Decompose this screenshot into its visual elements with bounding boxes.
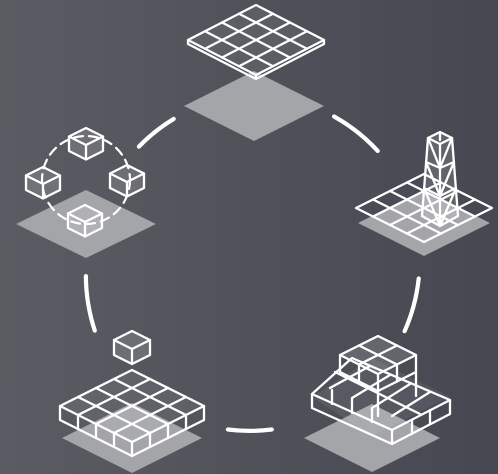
cycle-arc — [83, 274, 97, 333]
spike-outline — [420, 130, 460, 228]
spike-grid-icon — [354, 130, 494, 256]
cycle-ring — [83, 114, 421, 433]
base-plate — [304, 404, 440, 472]
cycle-arc — [136, 116, 176, 149]
floating-cube — [112, 329, 152, 366]
cycle-arc — [402, 276, 421, 334]
cube-cluster-icon — [16, 126, 156, 258]
grid-lines — [186, 3, 326, 81]
cube-block-icon — [58, 329, 206, 473]
cluster-cube-right — [108, 163, 146, 198]
flat-grid-icon — [184, 3, 326, 141]
base-plate — [184, 71, 324, 141]
grid-lines — [354, 172, 494, 244]
stacked-blocks-icon — [304, 334, 452, 472]
block-grid — [58, 368, 206, 458]
slab-lines — [310, 356, 452, 446]
cycle-arc — [225, 427, 274, 433]
cluster-cube-left — [24, 165, 62, 200]
cluster-cube-bottom — [66, 203, 104, 238]
cycle-arc — [332, 114, 380, 153]
floating-cube-face — [114, 331, 150, 364]
base-plate — [62, 403, 202, 473]
cluster-cube-top — [67, 126, 105, 161]
step-lines — [338, 334, 418, 418]
